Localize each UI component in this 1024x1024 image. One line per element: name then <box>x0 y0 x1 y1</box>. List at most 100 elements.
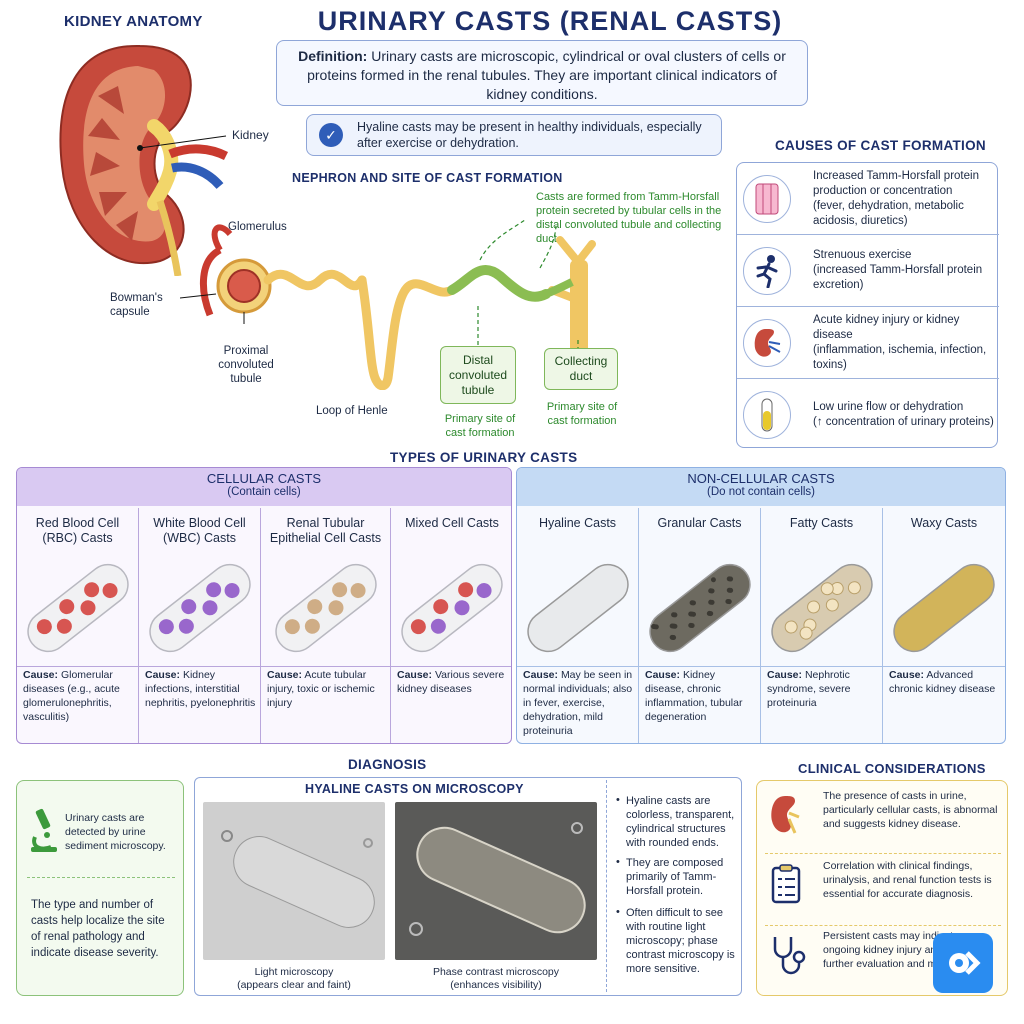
noncellular-cause-label: Cause: <box>523 669 559 681</box>
kidney-icon <box>743 318 791 367</box>
cellular-cause-text: Kidney infections, interstitial nephriti… <box>145 669 256 709</box>
clipboard-icon <box>771 864 801 904</box>
diagnosis-detect: Urinary casts are detected by urine sedi… <box>65 812 166 852</box>
cause-1-rest: (fever, dehydration, metabolic acidosis,… <box>813 199 964 227</box>
healthy-note-box: ✓ Hyaline casts may be present in health… <box>306 114 722 156</box>
phase-contrast-image <box>395 802 597 960</box>
cellular-cast-name: Red Blood Cell (RBC) Casts <box>35 516 120 545</box>
cd-label-box: Collecting duct <box>544 348 618 390</box>
dct-primary-site: Primary site of cast formation <box>444 413 516 439</box>
cause-2-bold: Strenuous exercise <box>813 249 912 261</box>
noncellular-cause-text: Nephrotic syndrome, severe proteinuria <box>767 669 851 709</box>
noncellular-cause-label: Cause: <box>889 669 925 681</box>
kidney-illustration <box>59 44 229 276</box>
cellular-cause-label: Cause: <box>267 669 303 681</box>
noncellular-cause-divider <box>517 666 1005 667</box>
noncellular-cast-illustration <box>771 563 873 653</box>
cellular-cause-text: Various severe kidney diseases <box>397 669 505 695</box>
dct-label-box: Distal convoluted tubule <box>440 346 516 404</box>
definition-box: Definition: Urinary casts are microscopi… <box>276 40 808 106</box>
noncellular-cause-text: Advanced chronic kidney disease <box>889 669 996 695</box>
definition-text: Urinary casts are microscopic, cylindric… <box>307 48 786 102</box>
clinical-panel: The presence of casts in urine, particul… <box>756 780 1008 996</box>
cellular-cast-name: Renal Tubular Epithelial Cell Casts <box>269 516 382 545</box>
noncellular-cast-cause: Cause: Nephrotic syndrome, severe protei… <box>767 668 878 710</box>
cellular-cast-illustration <box>275 563 377 653</box>
cause-item-3: Acute kidney injury or kidney disease(in… <box>737 307 999 379</box>
cellular-cause-label: Cause: <box>397 669 433 681</box>
cause-item-2: Strenuous exercise (increased Tamm-Horsfa… <box>737 235 999 307</box>
page-title: URINARY CASTS (RENAL CASTS) <box>317 6 783 36</box>
noncellular-cause-label: Cause: <box>767 669 803 681</box>
cellular-cause-label: Cause: <box>145 669 181 681</box>
app-badge-icon[interactable] <box>933 933 993 993</box>
noncellular-title: NON-CELLULAR CASTS <box>687 471 835 486</box>
light-caption-sub: (appears clear and faint) <box>237 979 351 991</box>
diagnosis-divider <box>27 877 175 878</box>
noncellular-cast-cause: Cause: May be seen in normal individuals… <box>523 668 634 738</box>
cause-item-4: Low urine flow or dehydration (↑ concentr… <box>737 379 999 451</box>
cellular-cast-name: White Blood Cell (WBC) Casts <box>153 516 246 545</box>
dct-label: Distal convoluted tubule <box>448 352 508 397</box>
kidney-label: Kidney <box>232 128 269 142</box>
cause-3-rest: (inflammation, ischemia, infection, toxi… <box>813 343 987 371</box>
cause-1-bold: Increased Tamm-Horsfall protein producti… <box>813 169 979 197</box>
cellular-header: CELLULAR CASTS (Contain cells) <box>17 468 511 506</box>
cd-label: Collecting duct <box>554 354 608 383</box>
noncellular-cast-cause: Cause: Kidney disease, chronic inflammat… <box>645 668 756 724</box>
cause-2-rest: (increased Tamm-Horsfall protein excreti… <box>813 264 983 291</box>
definition-label: Definition: <box>298 48 368 64</box>
noncellular-cast-name: Hyaline Casts <box>538 516 617 530</box>
cellular-cause-text: Acute tubular injury, toxic or ischemic … <box>267 669 375 709</box>
cause-3-bold: Acute kidney injury or kidney disease <box>813 313 960 341</box>
noncellular-cast-illustration <box>527 563 629 653</box>
types-heading: TYPES OF URINARY CASTS <box>390 450 578 465</box>
diagnosis-heading: DIAGNOSIS <box>348 757 427 772</box>
cellular-casts-panel: CELLULAR CASTS (Contain cells) Red Blood… <box>16 467 512 744</box>
diagnosis-localize: The type and number of casts help locali… <box>31 899 165 959</box>
phase-caption-title: Phase contrast microscopy <box>432 966 560 978</box>
glomerulus-label: Glomerulus <box>228 221 287 233</box>
clinical-divider-1 <box>765 853 1001 854</box>
phase-caption-sub: (enhances visibility) <box>450 979 542 991</box>
cellular-cast-name: Mixed Cell Casts <box>405 516 499 530</box>
check-icon: ✓ <box>319 123 343 147</box>
phase-caption: Phase contrast microscopy (enhances visi… <box>395 966 597 992</box>
kidney-icon <box>771 796 800 834</box>
cellular-title: CELLULAR CASTS <box>206 471 322 486</box>
cellular-subtitle: (Contain cells) <box>227 486 301 498</box>
microscope-icon <box>31 808 57 852</box>
nephron-illustration <box>180 220 596 390</box>
test-tube-icon <box>743 391 791 439</box>
cause-4-bold: Low urine flow or dehydration <box>813 401 964 413</box>
noncellular-cause-label: Cause: <box>645 669 681 681</box>
noncellular-cast-name: Fatty Casts <box>789 516 854 530</box>
cellular-cast-illustration <box>27 563 129 653</box>
stethoscope-icon <box>773 937 806 975</box>
pct-label: Proximal convoluted tubule <box>218 345 274 385</box>
noncellular-cast-cause: Cause: Advanced chronic kidney disease <box>889 668 1001 696</box>
causes-heading: CAUSES OF CAST FORMATION <box>775 138 986 153</box>
noncellular-cast-name: Waxy Casts <box>910 516 978 530</box>
cellular-cause-text: Glomerular diseases (e.g., acute glomeru… <box>23 669 120 723</box>
bowmans-capsule-label: Bowman's capsule <box>110 292 163 318</box>
noncellular-cast-illustration <box>893 563 995 653</box>
causes-panel: Increased Tamm-Horsfall protein producti… <box>736 162 999 451</box>
cellular-cast-cause: Cause: Kidney infections, interstitial n… <box>145 668 256 710</box>
cellular-cause-label: Cause: <box>23 669 59 681</box>
noncellular-cause-text: Kidney disease, chronic inflammation, tu… <box>645 669 743 723</box>
noncellular-casts-panel: NON-CELLULAR CASTS (Do not contain cells… <box>516 467 1006 744</box>
microscopy-heading: HYALINE CASTS ON MICROSCOPY <box>305 782 524 796</box>
runner-icon <box>743 246 791 295</box>
formation-note: Casts are formed from Tamm-Horsfall prot… <box>536 191 722 245</box>
cells-icon <box>743 174 791 223</box>
microscopy-panel: HYALINE CASTS ON MICROSCOPY Light micros… <box>194 777 742 996</box>
light-caption: Light microscopy (appears clear and fain… <box>203 966 385 992</box>
cause-4-rest: (↑ concentration of urinary proteins) <box>813 416 994 428</box>
